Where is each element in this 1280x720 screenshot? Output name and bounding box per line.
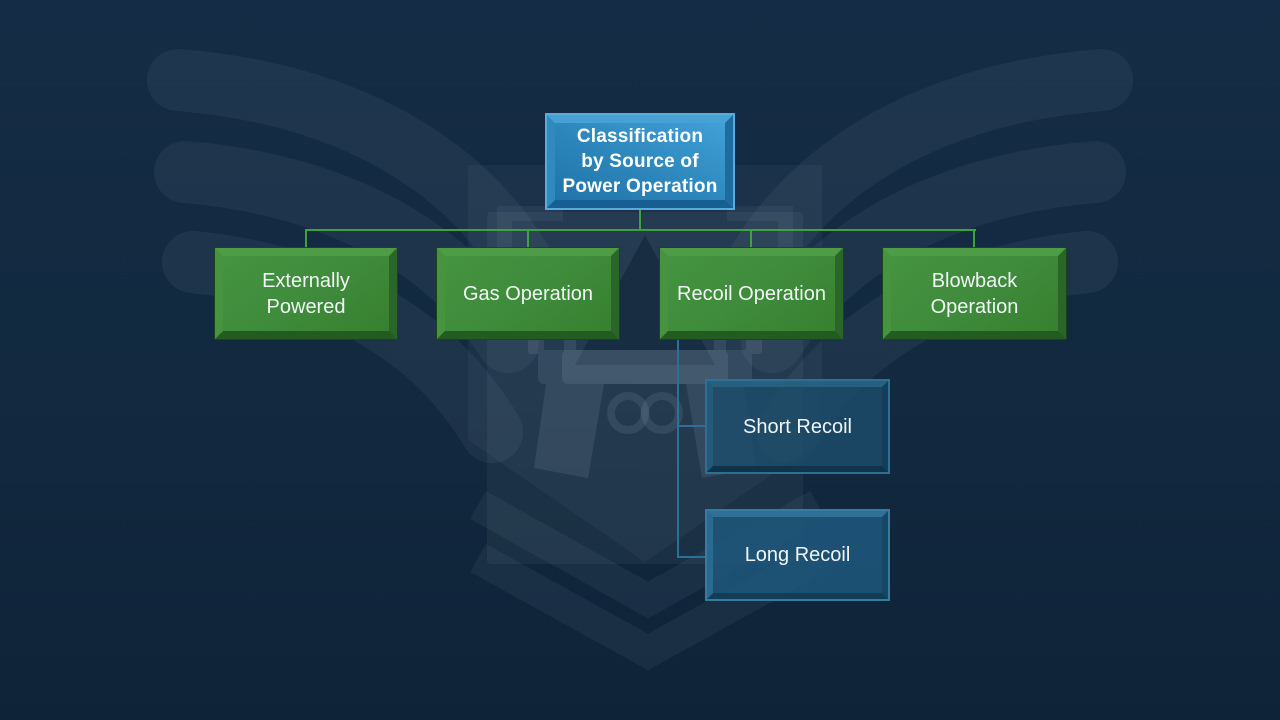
node-recoil-operation-label: Recoil Operation bbox=[677, 282, 826, 305]
node-externally-powered: Externally Powered bbox=[215, 248, 397, 339]
connector-stub-externally-powered bbox=[305, 229, 307, 248]
node-classification-root-label: Classification by Source of Power Operat… bbox=[562, 126, 718, 197]
connector-root-vertical bbox=[639, 208, 641, 229]
node-recoil-operation: Recoil Operation bbox=[660, 248, 843, 339]
node-gas-operation: Gas Operation bbox=[437, 248, 619, 339]
node-long-recoil: Long Recoil bbox=[707, 511, 888, 599]
node-short-recoil: Short Recoil bbox=[707, 381, 888, 472]
node-gas-operation-label: Gas Operation bbox=[462, 282, 594, 305]
connector-recoil-vertical bbox=[677, 339, 679, 558]
connector-elbow-long-recoil bbox=[677, 556, 707, 558]
connector-branch-bus bbox=[305, 229, 976, 231]
node-classification-root: Classification by Source of Power Operat… bbox=[547, 115, 733, 208]
node-externally-powered-label: Externally Powered bbox=[262, 269, 350, 318]
connector-stub-gas-operation bbox=[527, 229, 529, 248]
node-long-recoil-label: Long Recoil bbox=[744, 544, 851, 566]
node-blowback-operation-label: Blowback Operation bbox=[930, 269, 1019, 318]
connector-elbow-short-recoil bbox=[677, 425, 707, 427]
connector-stub-recoil-operation bbox=[750, 229, 752, 248]
node-short-recoil-label: Short Recoil bbox=[743, 415, 852, 438]
node-blowback-operation: Blowback Operation bbox=[883, 248, 1066, 339]
connector-stub-blowback-operation bbox=[973, 229, 975, 248]
